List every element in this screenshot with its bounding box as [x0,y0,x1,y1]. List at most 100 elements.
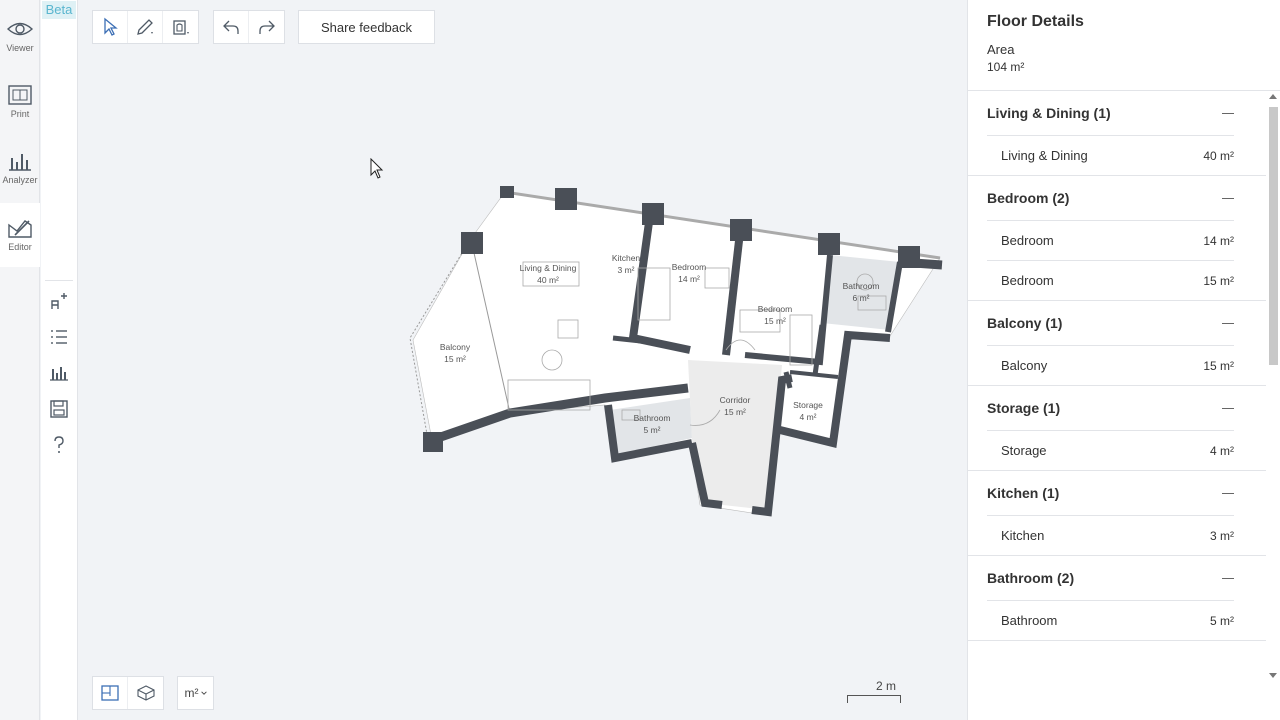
collapse-icon[interactable] [1222,492,1234,494]
pointer-icon [104,17,118,36]
list-item[interactable]: Bathroom 5 m² [987,600,1234,640]
collapse-icon[interactable] [1222,577,1234,579]
list-item[interactable]: Storage 4 m² [987,430,1234,470]
scroll-thumb[interactable] [1269,107,1278,365]
edit-tools-group [92,10,199,44]
undo-button[interactable] [214,11,249,43]
furniture [507,261,887,426]
plan-label-bedroom-1: Bedroom [672,262,707,272]
print-icon [8,85,32,105]
floor-plan[interactable]: Living & Dining 40 m² Kitchen 3 m² Bedro… [400,180,960,530]
group-header[interactable]: Kitchen (1) [968,471,1266,515]
scroll-down-icon[interactable] [1269,673,1277,678]
nav-analyzer[interactable]: Analyzer [0,136,40,200]
collapse-icon[interactable] [1222,197,1234,199]
save-button[interactable] [47,397,71,421]
plan-label-bathroom-2: Bathroom [634,413,671,423]
area-value: 104 m² [987,60,1025,74]
group-title: Balcony (1) [987,315,1063,331]
list-icon [51,330,67,344]
eye-icon [7,22,33,36]
stats-button[interactable] [47,361,71,385]
room-area: 40 m² [1203,148,1234,163]
list-item[interactable]: Kitchen 3 m² [987,515,1234,555]
furniture-tool-button[interactable] [163,11,198,43]
scroll-up-icon[interactable] [1269,94,1277,99]
help-icon [54,436,64,453]
add-furniture-button[interactable] [47,290,71,314]
room-name: Kitchen [1001,528,1045,543]
panel-scrollbar[interactable] [1266,91,1280,720]
draw-tool-button[interactable] [128,11,163,43]
2d-view-button[interactable] [93,677,128,709]
plan-label-balcony: Balcony [440,342,471,352]
plan-label-bathroom-1: Bathroom [843,281,880,291]
plan-area-storage: 4 m² [800,412,817,422]
list-button[interactable] [47,325,71,349]
balcony-partition [471,243,511,414]
columns [423,186,920,452]
room-area: 15 m² [1203,273,1234,288]
group-title: Bathroom (2) [987,570,1075,586]
plan-label-living: Living & Dining [520,263,577,273]
nav-viewer[interactable]: Viewer [0,4,40,68]
bathroom-floor [822,255,900,330]
share-feedback-button[interactable]: Share feedback [298,10,435,44]
group-header[interactable]: Storage (1) [968,386,1266,430]
collapse-icon[interactable] [1222,322,1234,324]
plan-label-kitchen: Kitchen [612,253,641,263]
group-kitchen: Kitchen (1) Kitchen 3 m² [968,471,1266,556]
view-mode-group [92,676,164,710]
room-area: 4 m² [1210,443,1234,458]
group-balcony: Balcony (1) Balcony 15 m² [968,301,1266,386]
redo-button[interactable] [249,11,284,43]
floor-details-panel: Floor Details Area 104 m² Living & Dinin… [967,0,1280,720]
beta-badge: Beta [42,1,76,19]
help-button[interactable] [47,433,71,457]
group-header[interactable]: Living & Dining (1) [968,91,1266,135]
group-header[interactable]: Bathroom (2) [968,556,1266,600]
bar-chart-icon [9,154,31,171]
group-bathroom: Bathroom (2) Bathroom 5 m² [968,556,1266,641]
room-group-list[interactable]: Living & Dining (1) Living & Dining 40 m… [968,91,1266,720]
history-group [213,10,285,44]
nav-print[interactable]: Print [0,70,40,134]
room-name: Storage [1001,443,1047,458]
plan-area-living: 40 m² [537,275,559,285]
panel-separator [968,90,1280,91]
nav-editor-label: Editor [8,242,32,252]
collapse-icon[interactable] [1222,407,1234,409]
redo-icon [258,20,275,34]
nav-analyzer-label: Analyzer [2,175,38,185]
list-item[interactable]: Balcony 15 m² [987,345,1234,385]
plan-area-corridor: 15 m² [724,407,746,417]
plan-label-storage: Storage [793,400,823,410]
plan-label-corridor: Corridor [720,395,751,405]
list-item[interactable]: Bedroom 14 m² [987,220,1234,260]
room-area: 5 m² [1210,613,1234,628]
area-label: Area [987,42,1015,57]
room-name: Bathroom [1001,613,1058,628]
save-icon [50,400,68,418]
group-title: Living & Dining (1) [987,105,1111,121]
scale-label: 2 m [876,679,897,693]
unit-select[interactable]: m² [178,677,213,709]
list-item[interactable]: Living & Dining 40 m² [987,135,1234,175]
corridor-floor [688,360,782,510]
unit-group: m² [177,676,214,710]
3d-view-button[interactable] [128,677,163,709]
collapse-icon[interactable] [1222,112,1234,114]
group-header[interactable]: Bedroom (2) [968,176,1266,220]
group-storage: Storage (1) Storage 4 m² [968,386,1266,471]
mouse-cursor-icon [370,158,384,179]
chevron-down-icon [200,691,207,695]
add-element-icon [51,293,67,309]
group-header[interactable]: Balcony (1) [968,301,1266,345]
nav-editor[interactable]: Editor [0,203,40,267]
plan-area-bedroom-2: 15 m² [764,316,786,326]
list-item[interactable]: Bedroom 15 m² [987,260,1234,300]
floor-area [412,191,941,516]
room-name: Bedroom [1001,233,1054,248]
select-tool-button[interactable] [93,11,128,43]
room-name: Living & Dining [1001,148,1088,163]
